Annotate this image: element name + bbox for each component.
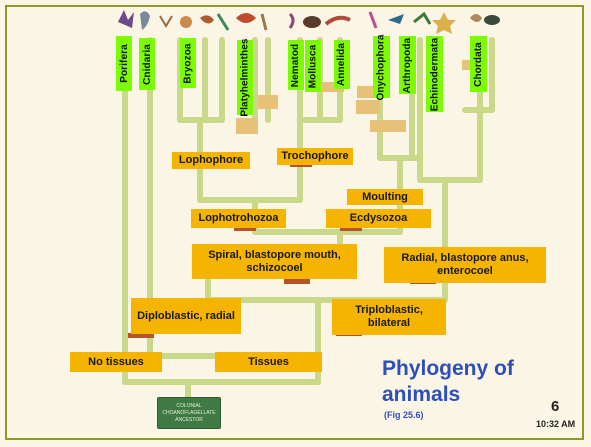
flatworm-icon [236,13,256,23]
coral-icon [160,16,172,26]
jellyfish-icon [140,11,150,30]
organism-icons [118,10,500,34]
clade-label-lophophore: Lophophore [172,152,250,169]
taxon-label-mollusca: Mollusca [305,40,321,92]
clade-label-diploblastic: Diploblastic, radial [131,298,241,334]
bryozoan-icon [180,16,192,28]
arthropod-icon [388,14,404,24]
taxon-label-cnidaria: Cnidaria [139,38,155,90]
root-ancestor-box: COLONIAL CHOANOFLAGELLATE ANCESTOR [157,397,221,429]
taxon-label-nematod: Nematod [288,40,304,90]
clade-label-ecdysozoa: Ecdysozoa [326,209,431,228]
taxon-label-bryozoa: Bryozoa [180,38,196,88]
worm-icon [218,14,228,30]
velvet-worm-icon [370,12,376,28]
taxon-label-chordata: Chordata [470,36,487,92]
taxon-label-echinodermata: Echinodermata [426,36,443,112]
taxon-label-annelida: Annelida [334,40,350,89]
clade-label-moulting: Moulting [347,189,423,205]
starfish-icon [432,12,456,34]
fish-icon [484,15,500,25]
sponge-icon [118,10,134,28]
clade-label-tissues: Tissues [215,352,322,372]
taxon-label-onychophora: Onychophora [373,36,390,98]
slide-title: Phylogeny of animals [382,356,591,408]
rotifer-icon [262,14,266,30]
clock-time: 10:32 AM [536,419,575,429]
crustacean-icon [414,14,430,24]
clade-label-lophotrochozoa: Lophotrohozoa [191,209,286,228]
clade-label-spiral: Spiral, blastopore mouth, schizocoel [192,244,357,279]
taxon-label-porifera: Porifera [116,36,132,91]
figure-reference: (Fig 25.6) [384,410,424,420]
minor-label-chips [236,60,484,162]
tunicate-icon [470,14,482,22]
clade-label-triploblastic: Triploblastic, bilateral [332,299,446,335]
clade-label-radial-blastopore: Radial, blastopore anus, enterocoel [384,247,546,283]
shell-icon [200,15,214,23]
clade-label-trochophore: Trochophore [277,148,353,165]
taxon-label-arthropoda: Arthropoda [399,36,416,94]
page-number: 6 [551,398,559,415]
taxon-label-platyhelminthes: Platyhelminthes [237,40,253,115]
clade-label-no-tissues: No tissues [70,352,162,372]
annelid-icon [326,18,350,24]
nematode-icon [290,14,293,28]
snail-icon [303,16,321,28]
